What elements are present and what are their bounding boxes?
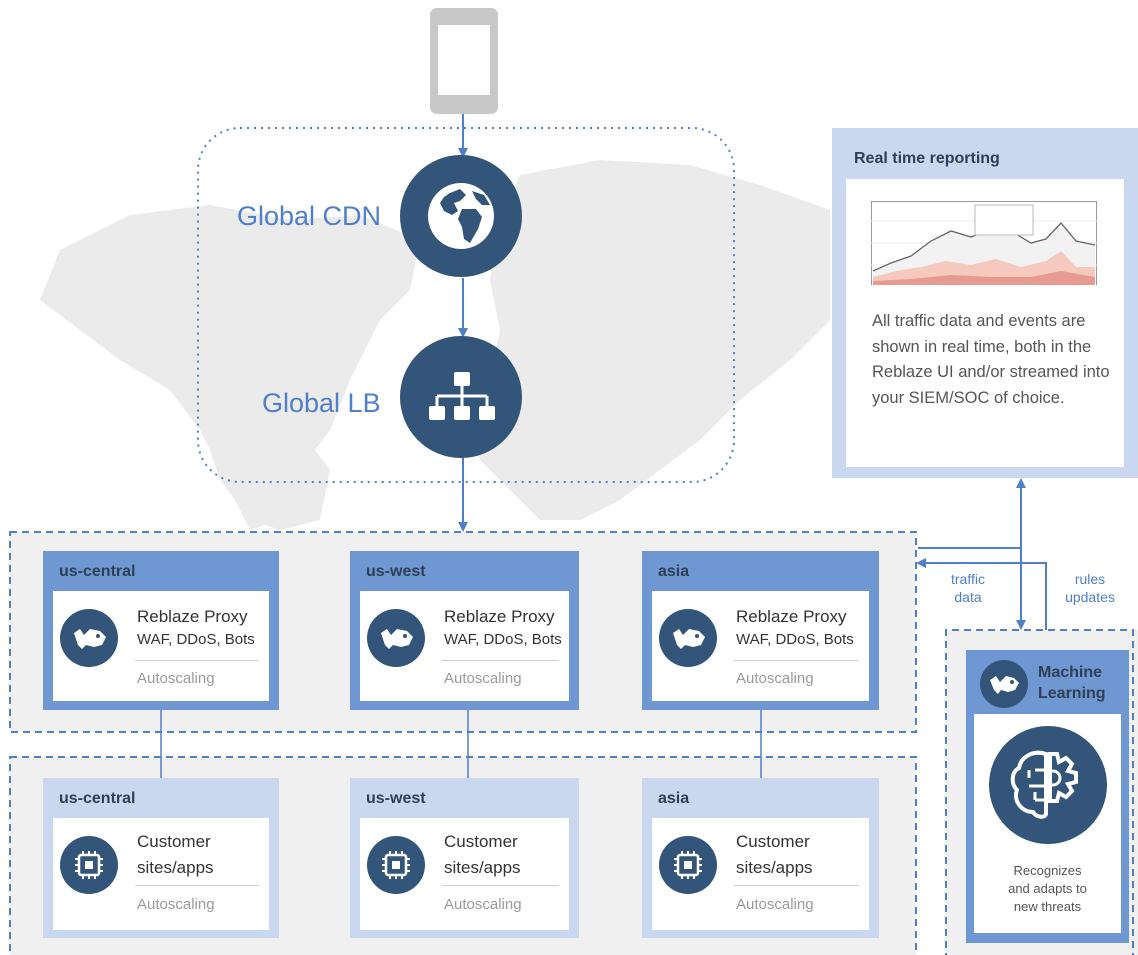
reporting-panel: Real time reporting All traffic data and… [832,128,1138,478]
ml-text-line2: and adapts to [1008,881,1087,896]
region-name: us-central [59,563,136,580]
region-name: asia [658,790,690,807]
ml-title-line1: Machine [1038,664,1103,681]
proxy-card-us-west: us-west Reblaze Proxy WAF, DDoS, Bots Au… [350,551,579,710]
ml-description: Recognizes and adapts to new threats [974,862,1121,916]
ml-body: Recognizes and adapts to new threats [974,714,1121,933]
global-lb-label: Global LB [262,388,381,418]
divider [135,660,259,661]
customer-subtitle: sites/apps [137,858,214,877]
rules-label-line2: updates [1065,589,1115,605]
chip-icon [659,836,717,894]
divider [442,660,559,661]
rules-label-line1: rules [1074,571,1106,587]
proxy-zone-boundary [9,531,917,733]
autoscaling-label: Autoscaling [137,896,215,913]
reporting-description: All traffic data and events are shown in… [872,312,1110,407]
customer-zone-boundary [9,756,917,955]
traffic-label-line1: traffic [951,571,985,587]
globe-icon [428,183,494,249]
customer-title: Customer [736,832,810,851]
proxy-title: Reblaze Proxy [736,607,847,626]
proxy-card-body: Reblaze Proxy WAF, DDoS, Bots Autoscalin… [652,591,869,701]
rhino-logo-icon [980,660,1028,708]
customer-title: Customer [444,832,518,851]
proxy-card-body: Reblaze Proxy WAF, DDoS, Bots Autoscalin… [53,591,269,701]
region-name: us-west [366,790,426,807]
reporting-body: All traffic data and events are shown in… [846,179,1124,467]
divider [734,885,859,886]
autoscaling-label: Autoscaling [736,896,814,913]
proxy-subtitle: WAF, DDoS, Bots [137,631,255,648]
customer-card-body: Customer sites/apps Autoscaling [360,818,569,930]
customer-card-us-central: us-central Customer sites/apps Autoscali… [43,778,279,938]
global-cdn-node [400,155,522,277]
region-name: us-west [366,563,426,580]
customer-subtitle: sites/apps [444,858,521,877]
global-lb-node [400,336,522,458]
divider [442,885,559,886]
traffic-data-label: traffic data [938,570,998,606]
autoscaling-label: Autoscaling [444,670,522,687]
traffic-chart-thumbnail [871,201,1097,293]
region-name: asia [658,563,690,580]
customer-subtitle: sites/apps [736,858,813,877]
network-tree-icon [429,372,495,420]
rules-updates-arrow [916,558,1047,630]
proxy-card-body: Reblaze Proxy WAF, DDoS, Bots Autoscalin… [360,591,569,701]
traffic-label-line2: data [954,589,982,605]
region-name: us-central [59,790,136,807]
chip-icon [60,836,118,894]
divider [135,885,259,886]
proxy-subtitle: WAF, DDoS, Bots [444,631,562,648]
rhino-logo-icon [659,609,717,667]
machine-learning-panel: Machine Learning Recognizes and adapts t… [966,650,1129,943]
autoscaling-label: Autoscaling [736,670,814,687]
proxy-subtitle: WAF, DDoS, Bots [736,631,854,648]
ml-title-line2: Learning [1038,685,1106,702]
chip-icon [367,836,425,894]
rules-updates-label: rules updates [1054,570,1126,606]
global-cdn-label: Global CDN [237,201,382,231]
proxy-title: Reblaze Proxy [137,607,248,626]
proxy-card-asia: asia Reblaze Proxy WAF, DDoS, Bots Autos… [642,551,879,710]
proxy-card-us-central: us-central Reblaze Proxy WAF, DDoS, Bots… [43,551,279,710]
reporting-title: Real time reporting [854,150,1000,167]
proxy-title: Reblaze Proxy [444,607,555,626]
autoscaling-label: Autoscaling [444,896,522,913]
edge-network-boundary [197,127,735,483]
customer-card-body: Customer sites/apps Autoscaling [652,818,869,930]
divider [734,660,859,661]
rhino-logo-icon [367,609,425,667]
tablet-icon [430,8,498,114]
autoscaling-label: Autoscaling [137,670,215,687]
world-map [40,160,830,530]
ml-text-line1: Recognizes [1013,863,1082,878]
ml-zone-boundary [945,629,1134,955]
customer-title: Customer [137,832,211,851]
brain-gear-icon [989,726,1107,844]
customer-card-us-west: us-west Customer sites/apps Autoscaling [350,778,579,938]
rhino-logo-icon [60,609,118,667]
customer-card-body: Customer sites/apps Autoscaling [53,818,269,930]
ml-title: Machine Learning [1038,662,1106,704]
ml-text-line3: new threats [1013,899,1082,914]
customer-card-asia: asia Customer sites/apps Autoscaling [642,778,879,938]
